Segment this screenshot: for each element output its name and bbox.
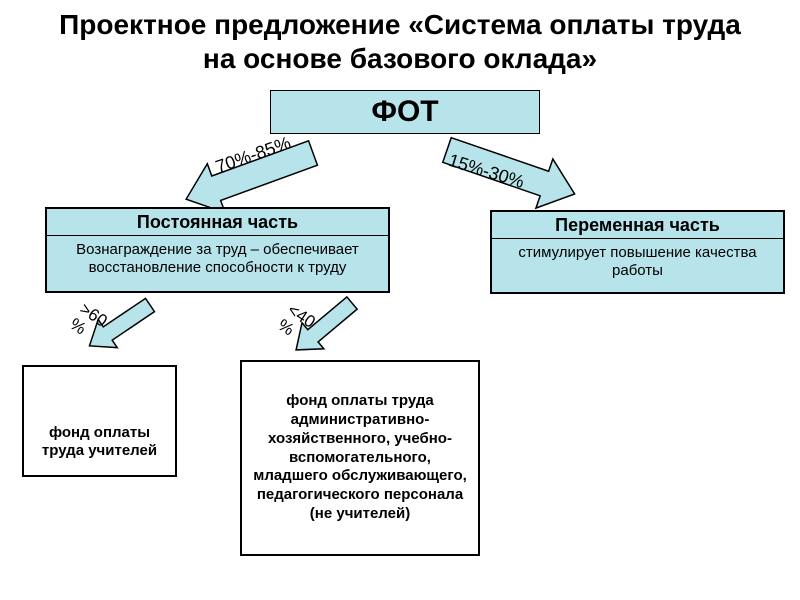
variable-part-body: стимулирует повышение качества работы xyxy=(518,244,757,279)
arrow-label-under-40: <40 % xyxy=(274,300,319,340)
variable-part-title: Переменная часть xyxy=(492,212,783,239)
variable-part-box: Переменная часть стимулирует повышение к… xyxy=(490,210,785,294)
constant-part-title: Постоянная часть xyxy=(47,209,388,236)
arrow-label-over-60: >60 % xyxy=(66,299,111,339)
arrow-label-70-85: 70%-85% xyxy=(213,132,294,177)
constant-part-body: Вознаграждение за труд – обеспечивает во… xyxy=(76,241,359,276)
staff-fund-box: фонд оплаты труда административно-хозяйс… xyxy=(240,360,480,556)
staff-fund-text: фонд оплаты труда административно-хозяйс… xyxy=(253,392,467,522)
fot-box: ФОТ xyxy=(270,90,540,134)
slide-title: Проектное предложение «Система оплаты тр… xyxy=(59,9,741,75)
arrow-label-15-30: 15%-30% xyxy=(446,150,527,192)
teachers-fund-box: фонд оплаты труда учителей xyxy=(22,365,177,477)
fot-label: ФОТ xyxy=(371,95,439,128)
teachers-fund-text: фонд оплаты труда учителей xyxy=(41,423,158,460)
constant-part-box: Постоянная часть Вознаграждение за труд … xyxy=(45,207,390,293)
